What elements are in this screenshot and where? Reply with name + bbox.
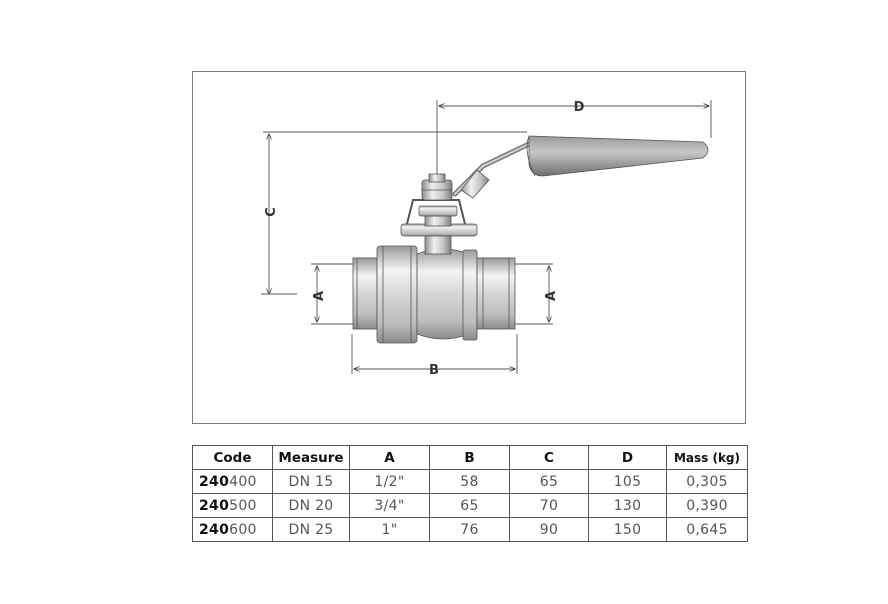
header-code: Code (192, 445, 273, 470)
cell-mass: 0,390 (666, 493, 748, 518)
cell-measure: DN 25 (272, 517, 350, 542)
table-header-row: Code Measure A B C D Mass (kg) (192, 445, 748, 470)
cell-a: 1" (349, 517, 430, 542)
valve-drawing-frame: C D A A B (192, 71, 746, 424)
valve-stem (400, 173, 478, 255)
ball-valve-drawing: C D A A B (261, 100, 712, 378)
header-measure: Measure (272, 445, 350, 470)
cell-b: 58 (429, 469, 510, 494)
dimension-d-label: D (574, 100, 585, 115)
code-suffix: 500 (229, 497, 257, 514)
cell-code: 240400 (192, 469, 273, 494)
code-prefix: 240 (199, 473, 230, 490)
specification-table: Code Measure A B C D Mass (kg) 240400 DN… (192, 445, 748, 542)
cell-d: 105 (588, 469, 667, 494)
header-b: B (429, 445, 510, 470)
code-suffix: 600 (229, 521, 257, 538)
code-prefix: 240 (199, 521, 230, 538)
cell-d: 150 (588, 517, 667, 542)
cell-b: 76 (429, 517, 510, 542)
dimension-b (351, 334, 518, 374)
cell-a: 1/2" (349, 469, 430, 494)
cell-c: 90 (509, 517, 589, 542)
header-c: C (509, 445, 589, 470)
cell-a: 3/4" (349, 493, 430, 518)
valve-handle (452, 135, 709, 199)
cell-measure: DN 15 (272, 469, 350, 494)
header-a: A (349, 445, 430, 470)
dimension-c (261, 131, 527, 294)
cell-c: 65 (509, 469, 589, 494)
dimension-b-label: B (429, 363, 439, 378)
dimension-d (436, 100, 712, 182)
valve-body (352, 245, 516, 344)
cell-mass: 0,645 (666, 517, 748, 542)
dimension-a-left (311, 263, 353, 325)
header-mass: Mass (kg) (666, 445, 748, 470)
dimension-c-label: C (264, 207, 279, 217)
header-d: D (588, 445, 667, 470)
dimension-a-right (515, 263, 553, 325)
dimension-a-right-label: A (544, 291, 559, 301)
table-row: 240500 DN 20 3/4" 65 70 130 0,390 (192, 493, 748, 518)
table-row: 240600 DN 25 1" 76 90 150 0,645 (192, 517, 748, 542)
code-prefix: 240 (199, 497, 230, 514)
cell-code: 240500 (192, 493, 273, 518)
cell-b: 65 (429, 493, 510, 518)
cell-code: 240600 (192, 517, 273, 542)
cell-mass: 0,305 (666, 469, 748, 494)
table-row: 240400 DN 15 1/2" 58 65 105 0,305 (192, 469, 748, 494)
code-suffix: 400 (229, 473, 257, 490)
cell-d: 130 (588, 493, 667, 518)
cell-c: 70 (509, 493, 589, 518)
cell-measure: DN 20 (272, 493, 350, 518)
dimension-a-left-label: A (312, 291, 327, 301)
